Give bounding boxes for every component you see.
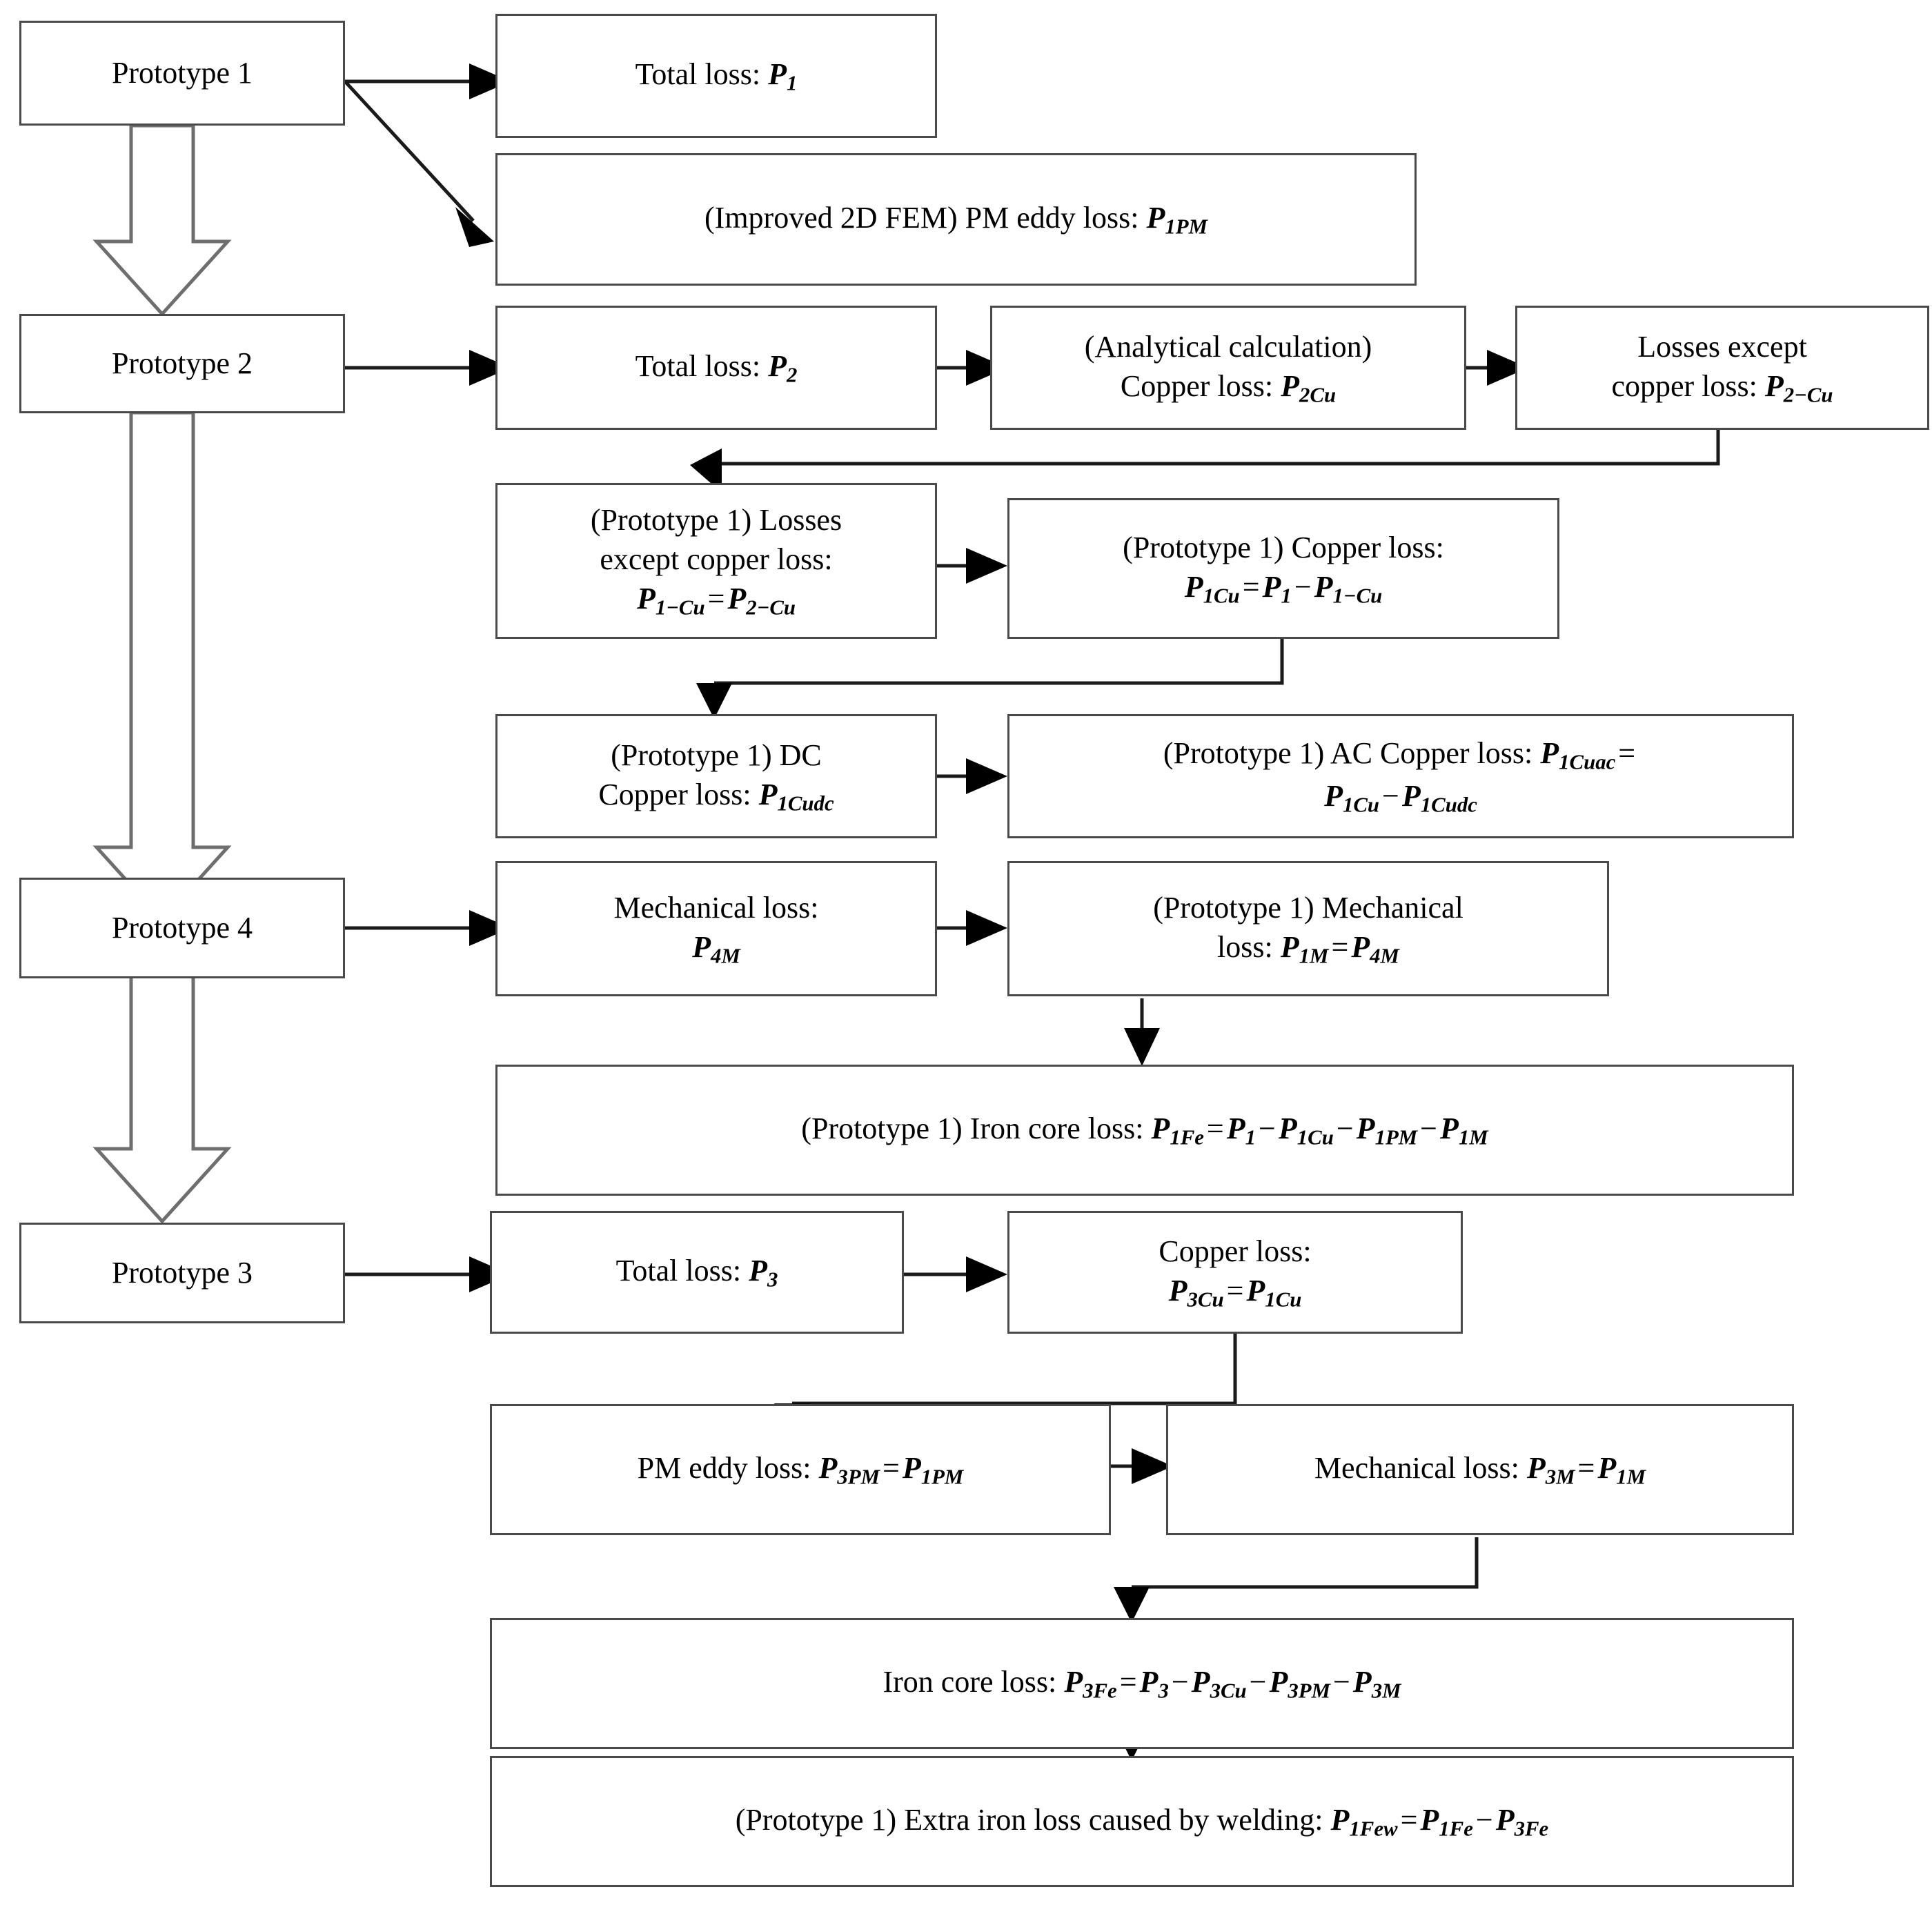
node-p1-dc-copper-loss-label: (Prototype 1) DC Copper loss: P1Cudc [598,738,834,816]
node-total-loss-p1-label: Total loss: P1 [635,57,798,95]
node-p1-losses-except-copper-label: (Prototype 1) Losses except copper loss:… [590,502,842,620]
node-prototype-4-label: Prototype 4 [111,911,253,945]
node-p1-copper-loss[interactable]: (Prototype 1) Copper loss: P1Cu=P1−P1−Cu [1007,498,1559,639]
blockarrow-p1-to-p2 [92,124,232,317]
blockarrow-p2-to-p4 [92,411,232,922]
arrow-p3total-to-p3cu [904,1256,1007,1292]
arrow-p1-to-p1total [345,63,511,99]
node-prototype-3[interactable]: Prototype 3 [19,1223,345,1323]
arrow-p3-to-p3total [345,1256,511,1292]
node-mechanical-loss-p3m[interactable]: Mechanical loss: P3M=P1M [1166,1404,1794,1535]
node-prototype-1-label: Prototype 1 [111,56,253,90]
node-mechanical-loss-p4m[interactable]: Mechanical loss: P4M [495,861,937,996]
arrow-p1cu-to-p1cudc [696,638,1284,719]
node-p1-ac-copper-loss-label: (Prototype 1) AC Copper loss: P1Cuac=P1C… [1163,736,1636,817]
node-total-loss-p3-label: Total loss: P3 [615,1254,778,1292]
node-p1-mechanical-loss-label: (Prototype 1) Mechanical loss: P1M=P4M [1153,890,1463,968]
arrow-p3pm-to-p3mech [1110,1448,1173,1484]
arrow-p1-to-p1pm [344,80,494,247]
node-losses-except-copper-p2cu-label: Losses except copper loss: P2−Cu [1611,329,1833,407]
node-p1-iron-core-loss-label: (Prototype 1) Iron core loss: P1Fe=P1−P1… [801,1112,1488,1149]
node-total-loss-p2-label: Total loss: P2 [635,349,798,387]
node-analytical-copper-loss-p2cu-label: (Analytical calculation) Copper loss: P2… [1084,329,1372,407]
node-iron-core-loss-p3fe[interactable]: Iron core loss: P3Fe=P3−P3Cu−P3PM−P3M [490,1618,1794,1749]
node-p1-ac-copper-loss[interactable]: (Prototype 1) AC Copper loss: P1Cuac=P1C… [1007,714,1794,838]
node-pm-eddy-loss-p1pm-label: (Improved 2D FEM) PM eddy loss: P1PM [704,201,1208,239]
node-prototype-3-label: Prototype 3 [111,1256,253,1290]
node-pm-eddy-loss-p3pm[interactable]: PM eddy loss: P3PM=P1PM [490,1404,1111,1535]
node-prototype-4[interactable]: Prototype 4 [19,878,345,978]
arrow-p4mech-to-p1mech [935,910,1007,946]
node-p1-iron-core-loss[interactable]: (Prototype 1) Iron core loss: P1Fe=P1−P1… [495,1065,1794,1196]
node-prototype-1[interactable]: Prototype 1 [19,21,345,126]
node-p1-dc-copper-loss[interactable]: (Prototype 1) DC Copper loss: P1Cudc [495,714,937,838]
node-extra-iron-loss-welding-label: (Prototype 1) Extra iron loss caused by … [735,1803,1549,1841]
node-copper-loss-p3cu-label: Copper loss: P3Cu=P1Cu [1159,1234,1312,1312]
arrow-p1mech-to-p1fe [1124,998,1160,1066]
node-analytical-copper-loss-p2cu[interactable]: (Analytical calculation) Copper loss: P2… [990,306,1466,430]
blockarrow-p4-to-p3 [92,969,232,1224]
arrow-p4-to-p4mech [345,910,511,946]
node-mechanical-loss-p3m-label: Mechanical loss: P3M=P1M [1314,1451,1646,1489]
node-pm-eddy-loss-p3pm-label: PM eddy loss: P3PM=P1PM [637,1451,964,1489]
node-extra-iron-loss-welding[interactable]: (Prototype 1) Extra iron loss caused by … [490,1756,1794,1887]
node-pm-eddy-loss-p1pm[interactable]: (Improved 2D FEM) PM eddy loss: P1PM [495,153,1417,286]
node-p1-mechanical-loss[interactable]: (Prototype 1) Mechanical loss: P1M=P4M [1007,861,1609,996]
node-mechanical-loss-p4m-label: Mechanical loss: P4M [613,890,819,968]
arrow-p2-to-p2total [345,350,511,386]
node-total-loss-p3[interactable]: Total loss: P3 [490,1211,904,1334]
node-prototype-2[interactable]: Prototype 2 [19,314,345,413]
node-p1-copper-loss-label: (Prototype 1) Copper loss: P1Cu=P1−P1−Cu [1123,530,1444,608]
node-p1-losses-except-copper[interactable]: (Prototype 1) Losses except copper loss:… [495,483,937,639]
arrow-p1excu-to-p1cu [935,548,1007,584]
node-losses-except-copper-p2cu[interactable]: Losses except copper loss: P2−Cu [1515,306,1929,430]
node-copper-loss-p3cu[interactable]: Copper loss: P3Cu=P1Cu [1007,1211,1463,1334]
node-iron-core-loss-p3fe-label: Iron core loss: P3Fe=P3−P3Cu−P3PM−P3M [883,1665,1401,1703]
node-prototype-2-label: Prototype 2 [111,346,253,381]
arrow-p1cudc-to-p1cuac [935,758,1007,794]
arrow-p3mech-to-p3fe [1114,1537,1479,1623]
node-total-loss-p2[interactable]: Total loss: P2 [495,306,937,430]
node-total-loss-p1[interactable]: Total loss: P1 [495,14,937,138]
